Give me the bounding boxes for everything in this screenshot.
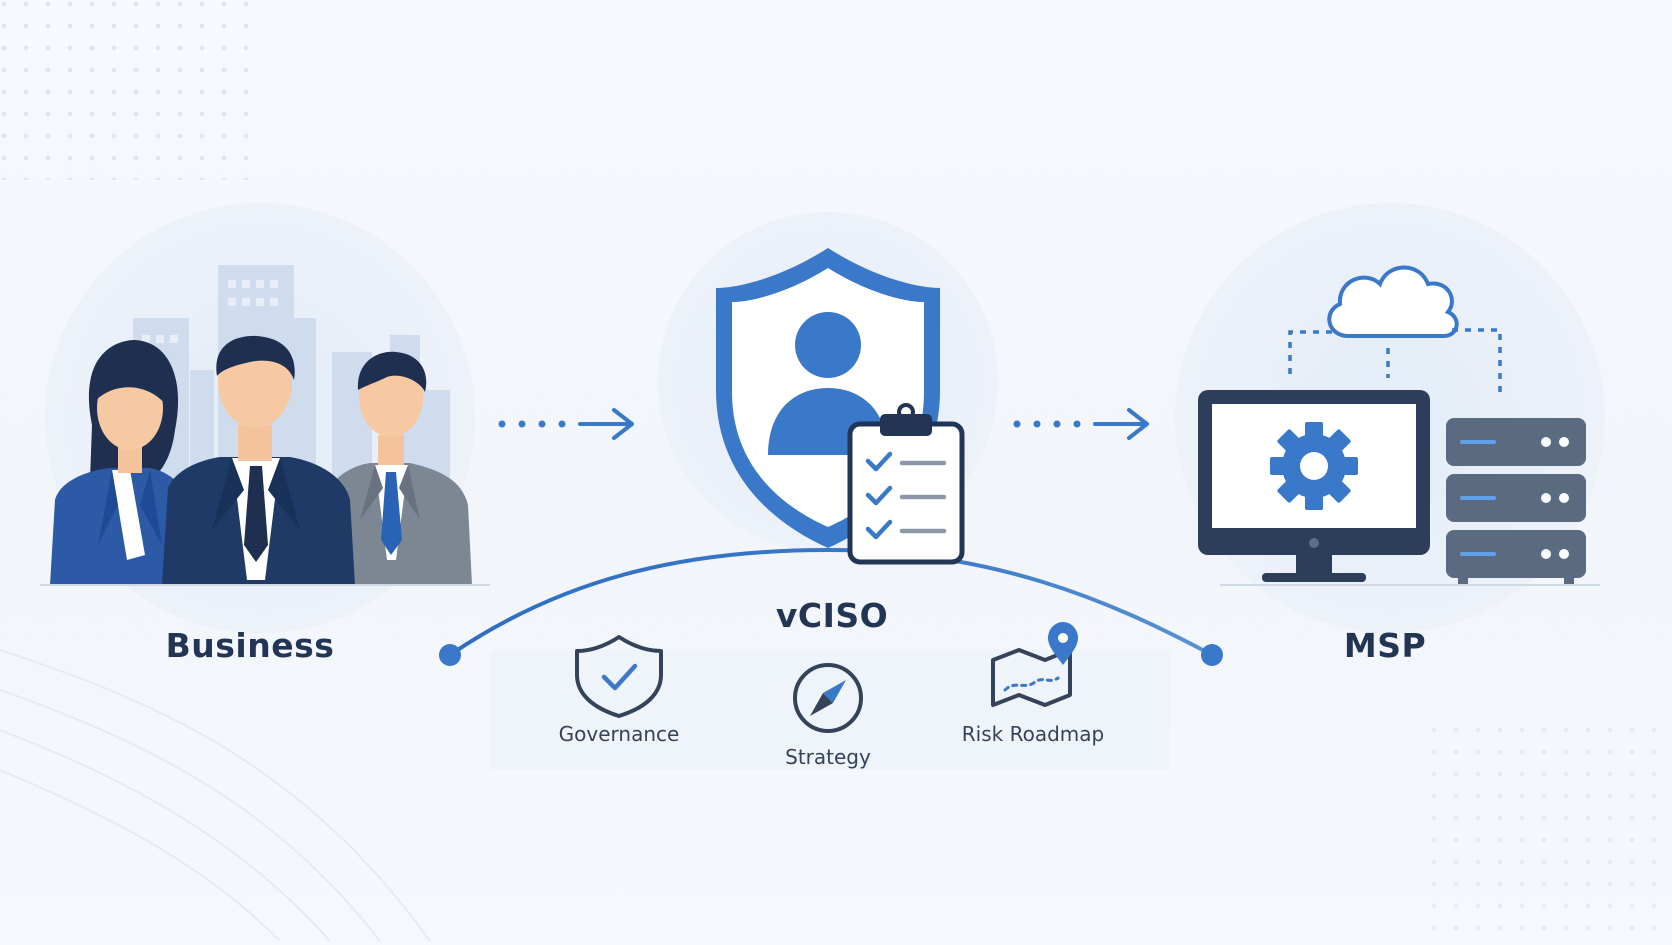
server-rack-icon [1446, 418, 1586, 586]
clipboard-checklist-icon [847, 403, 965, 565]
cloud-connections [1288, 328, 1502, 392]
arrow-vciso-to-msp [1013, 408, 1149, 440]
businessman-center [162, 335, 355, 585]
business-label: Business [165, 626, 335, 665]
arc-endpoint-left [439, 644, 461, 666]
governance-label: Governance [558, 722, 680, 746]
risk-roadmap-label: Risk Roadmap [961, 722, 1105, 746]
strategy-label: Strategy [785, 745, 871, 769]
arc-endpoint-right [1201, 644, 1223, 666]
business-illustration [40, 265, 490, 586]
person-icon [795, 312, 861, 378]
compass-icon [793, 663, 863, 733]
msp-illustration [1198, 265, 1600, 586]
shield-check-icon [575, 635, 663, 718]
businessman-right [325, 351, 472, 585]
arrow-business-to-vciso [498, 408, 634, 440]
connection-arc [448, 547, 1213, 657]
wave-lines [0, 649, 431, 942]
map-pin-icon [991, 622, 1078, 707]
gear-icon [1270, 422, 1358, 510]
vciso-label: vCISO [775, 596, 889, 635]
msp-label: MSP [1343, 626, 1427, 665]
dot-pattern-top-left [0, 0, 260, 180]
businesswoman [50, 340, 190, 585]
dot-pattern-bottom-right [1420, 720, 1670, 941]
cloud-icon [1327, 265, 1459, 338]
